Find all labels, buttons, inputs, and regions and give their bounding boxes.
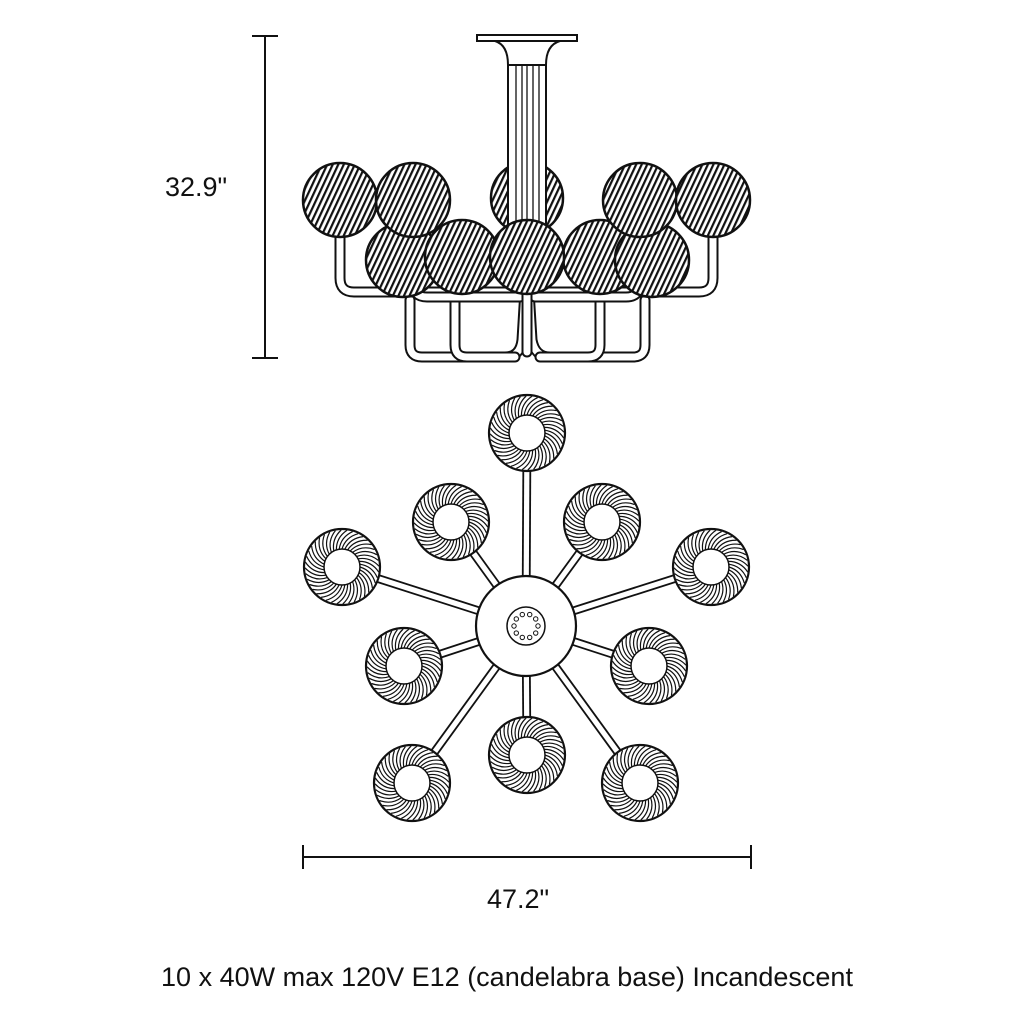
arm — [534, 294, 606, 363]
center-hub — [474, 574, 578, 678]
globe — [488, 218, 566, 296]
globe-top — [487, 393, 567, 473]
globe-top — [609, 626, 689, 706]
side-view — [301, 34, 752, 363]
bulb-spec-caption: 10 x 40W max 120V E12 (candelabra base) … — [161, 962, 853, 992]
globe — [423, 218, 501, 296]
arm — [449, 294, 521, 363]
globe — [674, 161, 752, 239]
globe-top — [411, 482, 491, 562]
globe-top — [364, 626, 444, 706]
arms — [374, 468, 679, 757]
globe — [374, 161, 452, 239]
globe-top — [600, 743, 680, 823]
globe — [601, 161, 679, 239]
globe-top — [671, 527, 751, 607]
globe-top — [562, 482, 642, 562]
width-label: 47.2" — [487, 884, 550, 914]
top-view — [302, 393, 751, 823]
canopy-flare — [494, 40, 561, 66]
canopy — [476, 34, 578, 66]
globe — [301, 161, 379, 239]
globe-top — [372, 743, 452, 823]
stem — [507, 64, 547, 231]
height-label: 32.9" — [165, 172, 228, 202]
globe-top — [302, 527, 382, 607]
dimension-lines — [252, 35, 752, 869]
globe-top — [487, 715, 567, 795]
